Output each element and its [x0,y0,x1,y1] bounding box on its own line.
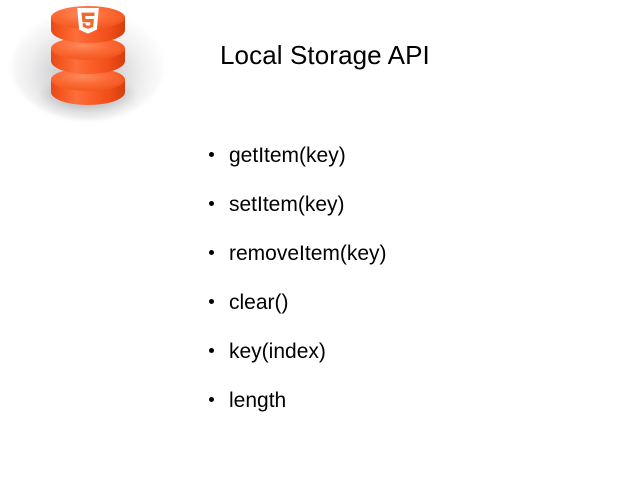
list-item: removeItem(key) [205,229,605,278]
bullet-dot-icon [209,348,214,353]
list-item: getItem(key) [205,131,605,180]
disk-rim [55,40,121,57]
list-item-label: clear() [229,291,289,314]
page-title: Local Storage API [220,40,430,70]
database-cylinder-stack [51,6,125,106]
disk-rim [55,71,121,88]
list-item-label: length [229,389,287,412]
list-item: key(index) [205,327,605,376]
api-method-list: getItem(key) setItem(key) removeItem(key… [205,131,605,425]
list-item-label: setItem(key) [229,193,345,216]
bullet-dot-icon [209,152,214,157]
html5-shield-icon [77,8,99,34]
bullet-dot-icon [209,397,214,402]
list-item: setItem(key) [205,180,605,229]
bullet-dot-icon [209,201,214,206]
list-item-label: key(index) [229,340,326,363]
list-item: length [205,376,605,425]
list-item: clear() [205,278,605,327]
html5-local-storage-database-icon [4,0,174,125]
list-item-label: getItem(key) [229,144,346,167]
list-item-label: removeItem(key) [229,242,387,265]
bullet-dot-icon [209,299,214,304]
bullet-dot-icon [209,250,214,255]
